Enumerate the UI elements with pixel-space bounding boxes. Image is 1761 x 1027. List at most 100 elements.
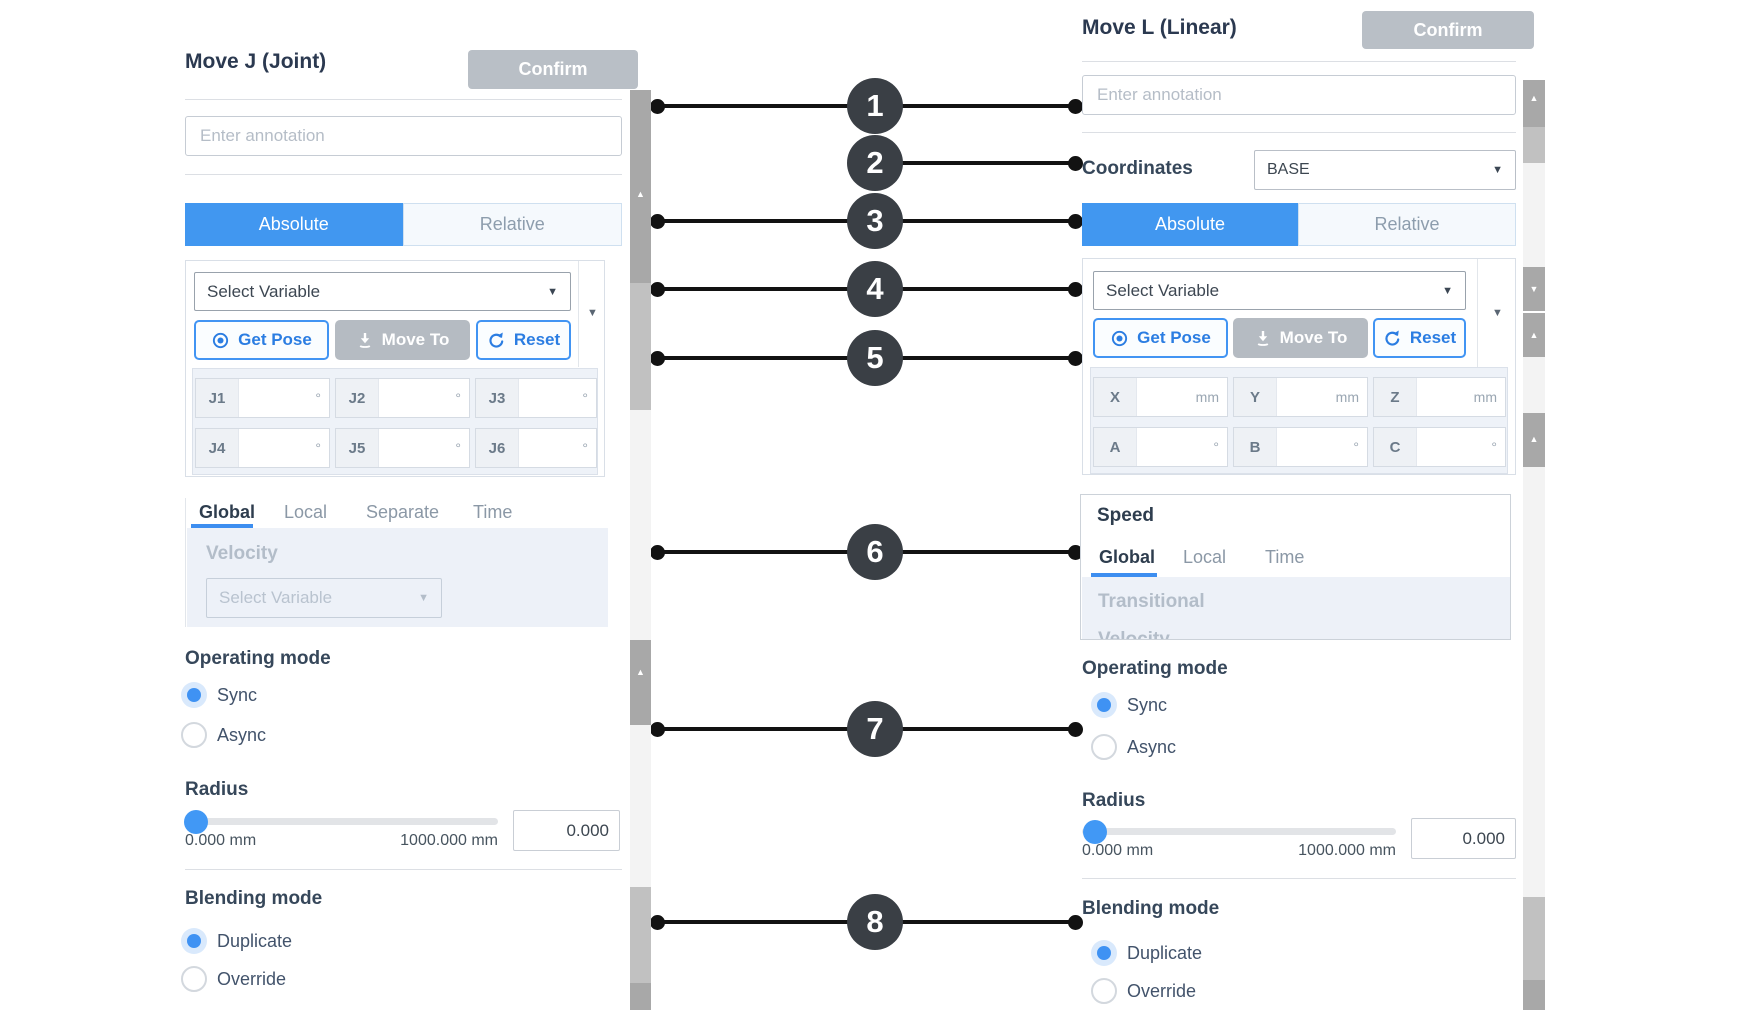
- scroll-up-icon[interactable]: ▲: [1529, 330, 1539, 340]
- radius-max-label: 1000.000 mm: [400, 832, 498, 849]
- scrollbar-left-track[interactable]: [630, 725, 651, 887]
- radio-override[interactable]: [181, 966, 207, 992]
- radio-duplicate[interactable]: [1091, 940, 1117, 966]
- joint-field-j5[interactable]: J5 °: [335, 428, 470, 468]
- speed-tab-local[interactable]: Local: [1183, 547, 1227, 567]
- move-j-confirm-button[interactable]: Confirm: [468, 50, 638, 89]
- radio-sync[interactable]: [1091, 692, 1117, 718]
- axis-field-a[interactable]: A °: [1093, 427, 1228, 467]
- scrollbar-right-track[interactable]: [1523, 163, 1545, 267]
- scrollbar-left-track[interactable]: [630, 410, 651, 640]
- radio-async[interactable]: [181, 722, 207, 748]
- move-j-annotation-input[interactable]: [185, 116, 622, 156]
- radio-async-label[interactable]: Async: [1127, 737, 1177, 757]
- radius-slider-thumb[interactable]: [1083, 820, 1107, 844]
- callout-dot: [650, 282, 665, 297]
- move-j-move-to-button[interactable]: Move To: [335, 320, 470, 360]
- scrollbar-right-thumb[interactable]: ▼: [1523, 267, 1545, 311]
- joint-field-j3[interactable]: J3 °: [475, 378, 597, 418]
- move-l-confirm-button[interactable]: Confirm: [1362, 11, 1534, 49]
- field-unit: °: [315, 390, 321, 406]
- scroll-up-icon[interactable]: ▲: [1529, 434, 1539, 444]
- field-label: J1: [196, 379, 239, 417]
- move-j-reset-button[interactable]: Reset: [476, 320, 571, 360]
- callout-dot: [650, 214, 665, 229]
- move-l-variable-select[interactable]: Select Variable ▼: [1093, 271, 1466, 310]
- joint-field-j1[interactable]: J1 °: [195, 378, 330, 418]
- axis-field-b[interactable]: B °: [1233, 427, 1368, 467]
- move-l-expander[interactable]: ▼: [1477, 259, 1516, 367]
- caret-down-icon[interactable]: ▼: [587, 307, 598, 319]
- divider: [185, 869, 622, 870]
- callout-dot: [1068, 282, 1083, 297]
- joint-field-j4[interactable]: J4 °: [195, 428, 330, 468]
- scrollbar-left-segment[interactable]: [630, 983, 651, 1010]
- tab-absolute[interactable]: Absolute: [185, 203, 403, 246]
- joint-field-j2[interactable]: J2 °: [335, 378, 470, 418]
- radio-override[interactable]: [1091, 978, 1117, 1004]
- radio-sync-label[interactable]: Sync: [217, 685, 258, 705]
- velocity-variable-select[interactable]: Select Variable ▼: [206, 578, 442, 618]
- scrollbar-right-track[interactable]: [1523, 357, 1545, 413]
- radius-slider-thumb[interactable]: [184, 810, 208, 834]
- speed-tab-time[interactable]: Time: [1265, 547, 1305, 567]
- radius-value-input[interactable]: 0.000: [513, 810, 620, 851]
- axis-field-c[interactable]: C °: [1373, 427, 1506, 467]
- radio-async[interactable]: [1091, 734, 1117, 760]
- scrollbar-right-thumb[interactable]: ▲: [1523, 413, 1545, 467]
- callout-number: 5: [866, 340, 884, 375]
- field-unit: °: [455, 440, 461, 456]
- radius-slider-track[interactable]: [1082, 828, 1396, 835]
- radio-async-label[interactable]: Async: [217, 725, 267, 745]
- move-l-reset-button[interactable]: Reset: [1373, 318, 1466, 358]
- move-j-get-pose-button[interactable]: Get Pose: [194, 320, 329, 360]
- scrollbar-right-track[interactable]: [1523, 467, 1545, 897]
- radio-sync[interactable]: [181, 682, 207, 708]
- axis-field-y[interactable]: Y mm: [1233, 377, 1368, 417]
- joint-field-j6[interactable]: J6 °: [475, 428, 597, 468]
- scroll-up-icon[interactable]: ▲: [636, 667, 645, 677]
- scrollbar-right-segment[interactable]: [1523, 127, 1545, 163]
- operating-mode-heading: Operating mode: [185, 648, 331, 669]
- tab-absolute[interactable]: Absolute: [1082, 203, 1298, 246]
- speed-tab-local[interactable]: Local: [284, 502, 328, 522]
- radio-duplicate-label[interactable]: Duplicate: [1127, 943, 1203, 963]
- coordinates-select[interactable]: BASE ▼: [1254, 150, 1516, 190]
- scrollbar-left-thumb[interactable]: ▲: [630, 640, 651, 725]
- speed-tab-global[interactable]: Global: [1099, 547, 1156, 567]
- scroll-down-icon[interactable]: ▼: [1529, 284, 1539, 294]
- radius-value-input[interactable]: 0.000: [1411, 818, 1516, 859]
- scroll-up-icon[interactable]: ▲: [1529, 93, 1539, 103]
- move-l-get-pose-button[interactable]: Get Pose: [1093, 318, 1228, 358]
- move-l-move-to-button[interactable]: Move To: [1233, 318, 1368, 358]
- scrollbar-left-thumb[interactable]: ▲: [630, 90, 651, 283]
- radio-sync-label[interactable]: Sync: [1127, 695, 1168, 715]
- scrollbar-right-segment[interactable]: [1523, 897, 1545, 980]
- scrollbar-right-segment[interactable]: [1523, 980, 1545, 1010]
- radio-override-label[interactable]: Override: [1127, 981, 1197, 1001]
- speed-tab-separate[interactable]: Separate: [366, 502, 440, 522]
- scroll-up-icon[interactable]: ▲: [636, 189, 645, 199]
- radius-slider-track[interactable]: [185, 818, 498, 825]
- move-l-annotation-input[interactable]: [1082, 75, 1516, 115]
- radio-duplicate-label[interactable]: Duplicate: [217, 931, 293, 951]
- scrollbar-left-segment[interactable]: [630, 887, 651, 983]
- speed-tab-time[interactable]: Time: [473, 502, 513, 522]
- active-tab-underline: [1091, 573, 1157, 577]
- speed-tab-global[interactable]: Global: [199, 502, 256, 522]
- field-unit: °: [1353, 439, 1359, 455]
- scrollbar-right-thumb[interactable]: ▲: [1523, 80, 1545, 127]
- scrollbar-right-thumb[interactable]: ▲: [1523, 313, 1545, 357]
- get-pose-icon: [1112, 330, 1128, 346]
- tab-relative[interactable]: Relative: [402, 203, 622, 246]
- move-j-expander[interactable]: ▼: [578, 261, 605, 367]
- move-j-variable-select[interactable]: Select Variable ▼: [194, 272, 571, 311]
- tab-relative[interactable]: Relative: [1298, 203, 1516, 246]
- axis-field-z[interactable]: Z mm: [1373, 377, 1506, 417]
- scrollbar-left-segment[interactable]: [630, 283, 651, 410]
- caret-down-icon[interactable]: ▼: [1492, 307, 1503, 319]
- axis-field-x[interactable]: X mm: [1093, 377, 1228, 417]
- radio-duplicate[interactable]: [181, 928, 207, 954]
- radio-override-label[interactable]: Override: [217, 969, 287, 989]
- coordinates-label: Coordinates: [1082, 158, 1193, 179]
